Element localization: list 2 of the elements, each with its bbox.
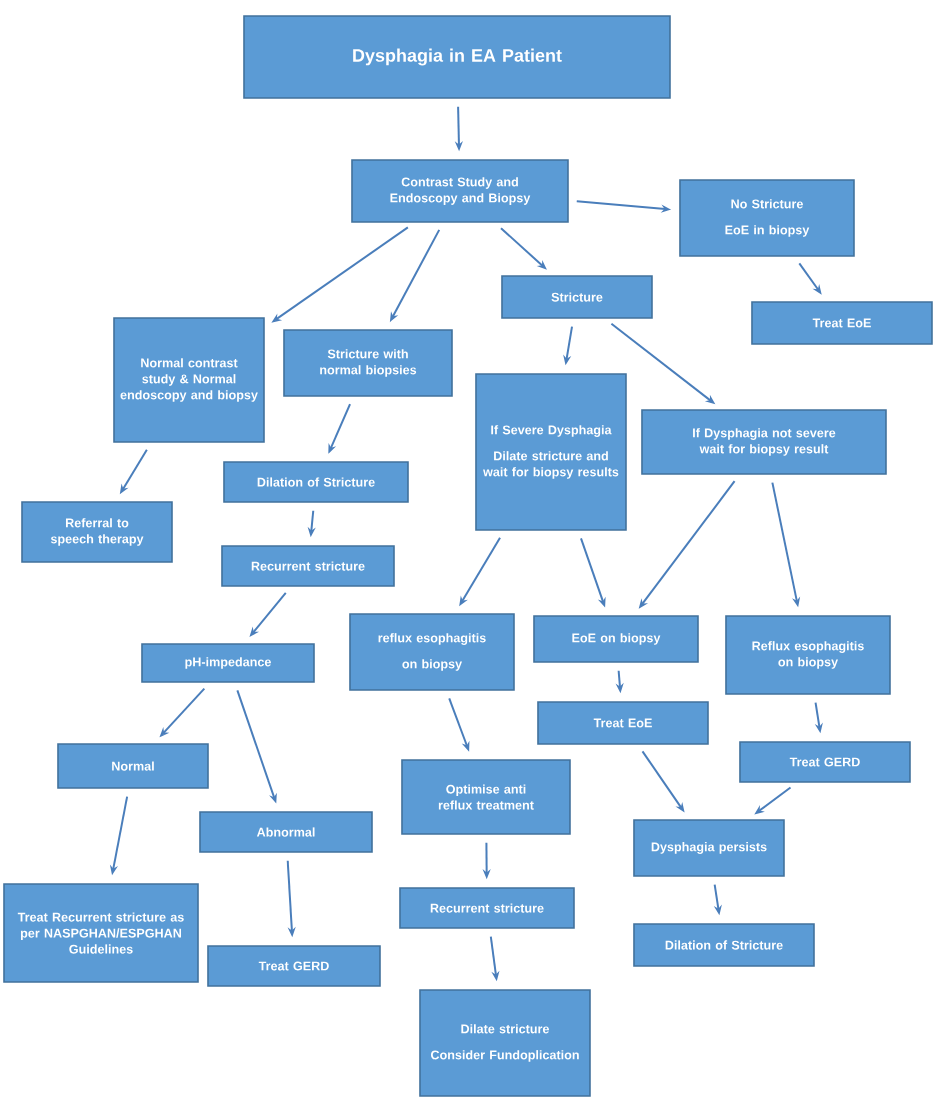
arrow — [500, 227, 547, 270]
process-box: Dysphagia in EA Patient — [243, 15, 671, 99]
